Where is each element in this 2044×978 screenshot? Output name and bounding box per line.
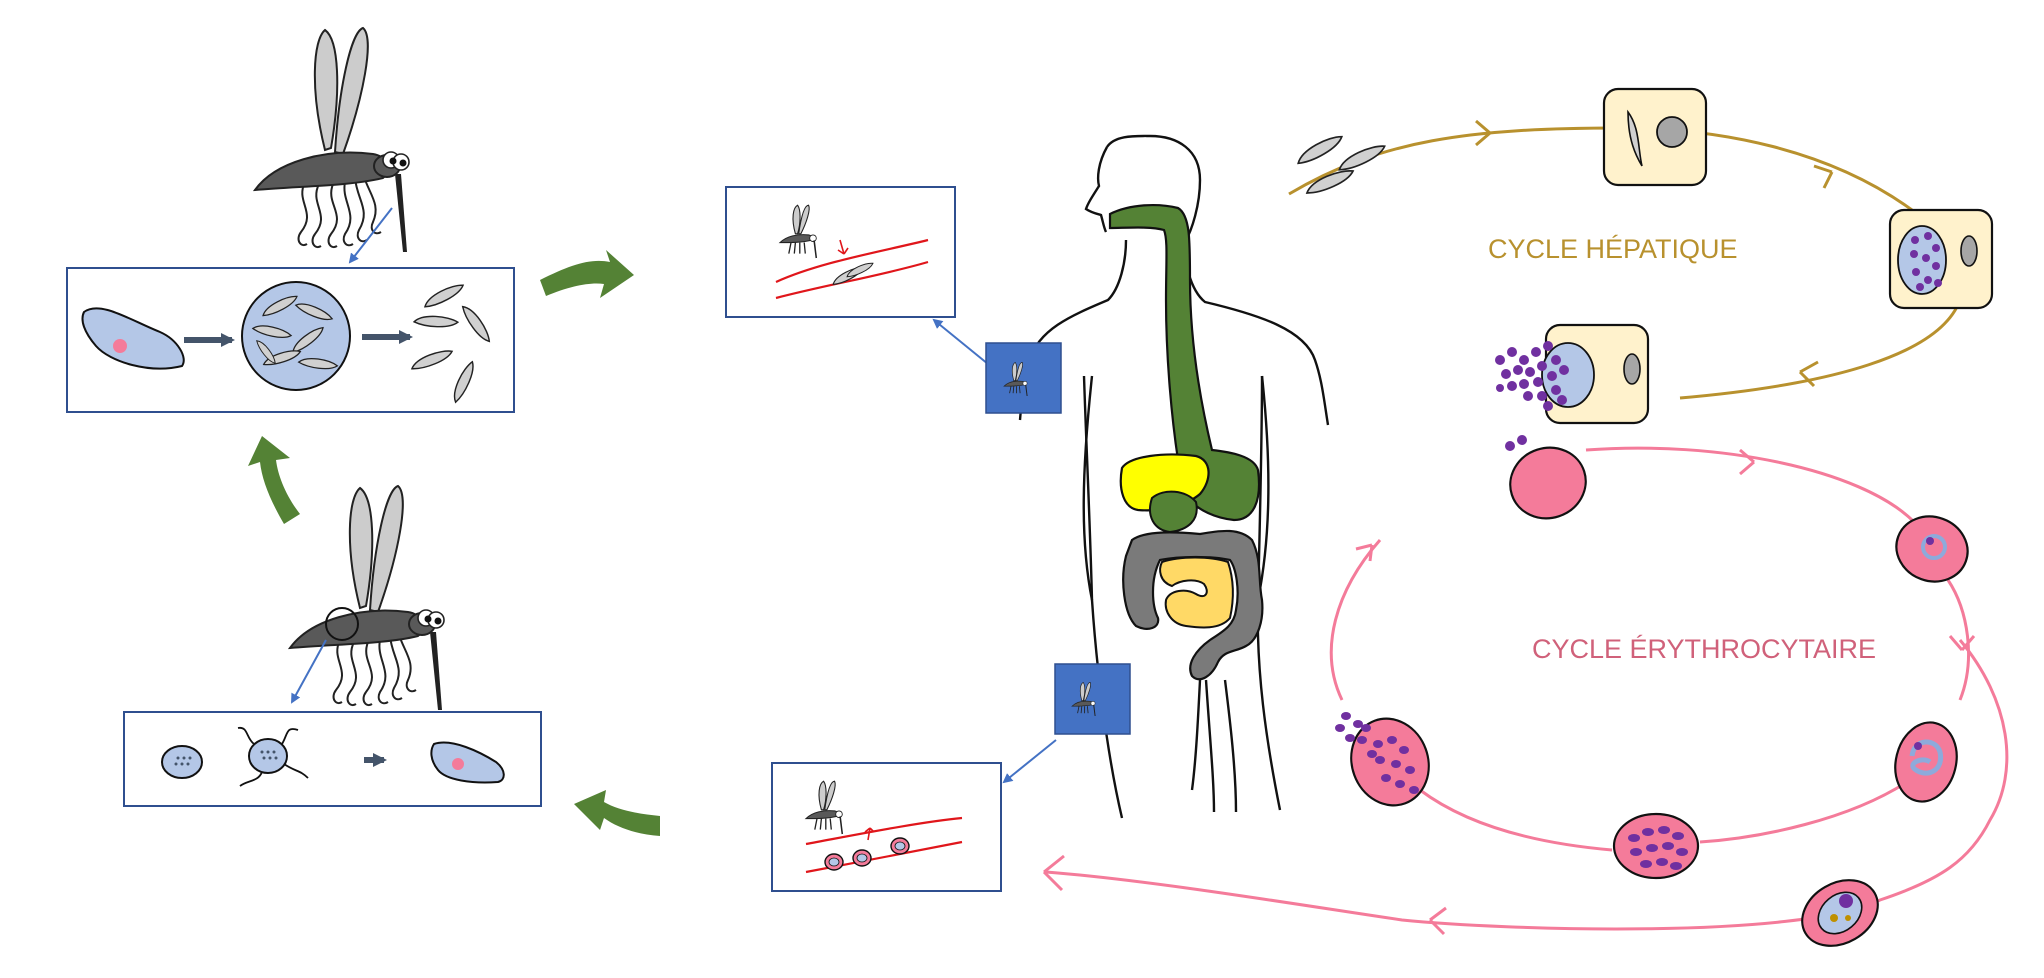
red-blood-cell-trophozoite [1894,721,1958,803]
transition-arrow-to-human [540,250,634,298]
hepatic-cycle: CYCLE HÉPATIQUE [1288,87,1994,425]
zoom-box-abdomen [1054,663,1131,735]
bite-panel-gametocyte-uptake [771,762,1002,892]
red-blood-cell [1509,446,1587,520]
gametogony-box [123,711,542,807]
hepatic-cycle-label: CYCLE HÉPATIQUE [1488,234,1738,264]
human-body-icon [1018,134,1330,819]
sporogony-box [66,267,515,413]
red-blood-cell-bursting [1335,712,1430,807]
transition-arrow-up [248,436,300,524]
red-blood-cell-gametocyte [1801,879,1879,947]
zoom-pointer [932,318,989,365]
zoom-pointer [1002,739,1057,784]
hepatocyte-schizont [1888,208,1994,310]
hepatocyte-releasing [1495,323,1650,425]
transition-arrow-to-mosquito [574,790,660,836]
hepatocyte-infected [1602,87,1708,187]
erythrocytic-cycle: CYCLE ÉRYTHROCYTAIRE [1042,435,2009,947]
red-blood-cell-schizont [1612,812,1700,880]
erythrocytic-cycle-label: CYCLE ÉRYTHROCYTAIRE [1532,634,1876,664]
bite-panel-sporozoite-injection [725,186,956,318]
mosquito-icon [289,485,445,711]
zoom-pointer [291,639,327,704]
zoom-box-arm [985,342,1062,414]
red-blood-cell-ring-stage [1895,515,1969,583]
sporozoite-icon [1293,133,1389,196]
mosquito-icon [254,27,410,253]
zoom-pointer [348,207,393,264]
